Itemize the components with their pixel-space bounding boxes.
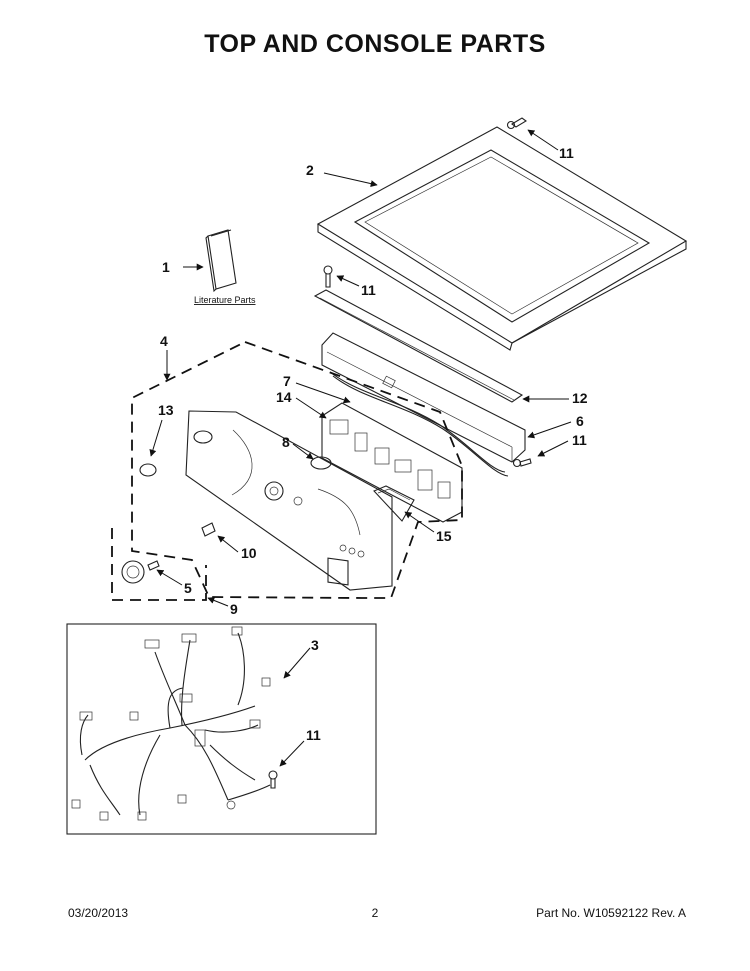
console-panel[interactable] bbox=[185, 410, 393, 591]
leader-6 bbox=[527, 421, 572, 439]
top-panel[interactable] bbox=[316, 126, 688, 351]
callout-15: 15 bbox=[436, 528, 452, 544]
callout-2: 2 bbox=[306, 162, 314, 178]
callout-11-bracket: 11 bbox=[361, 282, 376, 298]
footer-part-number: Part No. W10592122 Rev. A bbox=[536, 906, 686, 920]
screw-bracket-left[interactable] bbox=[323, 265, 333, 288]
console-channel[interactable] bbox=[321, 332, 526, 477]
literature-parts-label: Literature Parts bbox=[194, 295, 256, 305]
callout-11-channel: 11 bbox=[572, 432, 587, 448]
wire-harness-frame bbox=[66, 623, 377, 835]
grommet[interactable] bbox=[139, 463, 157, 477]
leader-5 bbox=[156, 569, 183, 586]
leader-14 bbox=[295, 397, 327, 419]
leader-9 bbox=[207, 597, 229, 607]
callout-8: 8 bbox=[282, 434, 290, 450]
top-bracket[interactable] bbox=[313, 289, 524, 403]
callout-7: 7 bbox=[283, 373, 291, 389]
leader-11a bbox=[527, 129, 559, 151]
leader-3 bbox=[283, 647, 311, 679]
screw-bracket-right[interactable] bbox=[512, 458, 532, 468]
callout-14: 14 bbox=[276, 389, 292, 405]
leader-10 bbox=[217, 535, 239, 553]
callout-1: 1 bbox=[162, 259, 170, 275]
screw-top-right[interactable] bbox=[506, 117, 527, 130]
callout-6: 6 bbox=[576, 413, 584, 429]
callout-11-top: 11 bbox=[559, 145, 574, 161]
callout-3: 3 bbox=[311, 637, 319, 653]
knob-spring[interactable] bbox=[147, 560, 160, 571]
footer-date: 03/20/2013 bbox=[68, 906, 129, 920]
callout-5: 5 bbox=[184, 580, 192, 596]
console-assembly-boundary bbox=[131, 341, 463, 599]
callout-11-harness: 11 bbox=[306, 727, 321, 743]
potentiometer[interactable] bbox=[201, 522, 216, 537]
leader-8 bbox=[292, 443, 314, 460]
knob[interactable] bbox=[121, 560, 145, 584]
leader-11d bbox=[279, 740, 305, 767]
leader-15 bbox=[404, 511, 435, 533]
callout-4: 4 bbox=[160, 333, 168, 349]
literature-booklet[interactable] bbox=[205, 229, 237, 293]
leader-2 bbox=[323, 172, 378, 188]
leader-11b bbox=[336, 275, 360, 287]
knob-kit-boundary bbox=[111, 528, 207, 601]
screw-harness[interactable] bbox=[268, 770, 278, 789]
callout-10: 10 bbox=[241, 545, 257, 561]
leader-13 bbox=[149, 419, 163, 457]
leader-11c bbox=[537, 440, 569, 457]
callout-12: 12 bbox=[572, 390, 588, 406]
console-lens[interactable] bbox=[310, 456, 332, 470]
footer-page-number: 2 bbox=[371, 906, 379, 920]
wire-harness[interactable] bbox=[71, 626, 271, 821]
page-title: TOP AND CONSOLE PARTS bbox=[204, 30, 546, 58]
leader-7 bbox=[295, 382, 351, 404]
callout-13: 13 bbox=[158, 402, 174, 418]
callout-9: 9 bbox=[230, 601, 238, 617]
